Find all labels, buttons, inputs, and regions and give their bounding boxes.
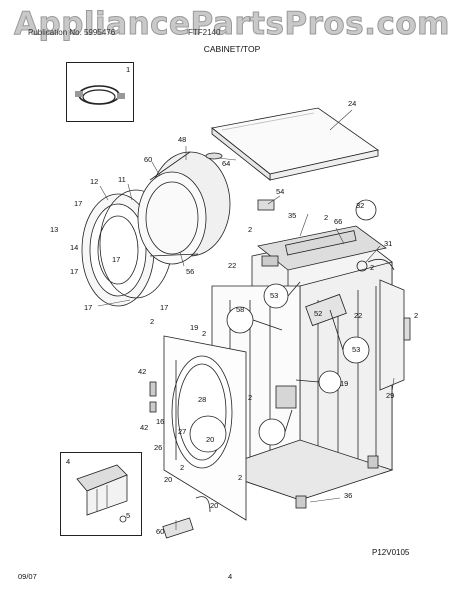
callout-24: 24 [348,99,357,108]
callout-16-b: 17 [112,255,121,264]
callout-36: 36 [344,491,353,500]
callout-16-e: 17 [160,303,169,312]
callout-2-a: 2 [150,317,155,326]
callout-42-b: 42 [140,423,149,432]
callout-19-b: 20 [210,501,219,510]
callout-31: 31 [384,239,393,248]
callout-22-a: 22 [228,261,237,270]
callout-53: 56 [186,267,195,276]
callout-58: 60 [156,527,165,536]
callout-35: 35 [288,211,297,220]
callout-56: 60 [144,155,153,164]
watermark-logo: AppliancePartsPros.com [14,6,450,43]
callout-12: 12 [90,177,99,186]
callout-14: 14 [70,243,79,252]
callout-2-i: 2 [180,463,185,472]
callout-27: 28 [198,395,207,404]
callout-28: 29 [386,391,395,400]
leader-lines [97,109,395,530]
callout-2-h: 2 [238,473,243,482]
drum [137,151,231,265]
callout-5: 5 [126,511,131,520]
callout-32: 32 [356,201,365,210]
callout-52: 54 [276,187,285,196]
publication-number: Publication No. 5995476 [28,28,116,37]
callout-2-f: 2 [414,311,419,320]
callout-51-a: 53 [270,291,279,300]
footer-date: 09/07 [18,572,37,581]
callout-42-a: 42 [138,367,147,376]
callout-51-b: 53 [352,345,361,354]
top-panel [211,107,379,181]
callout-19-a: 20 [164,475,173,484]
callout-50: 52 [314,309,323,318]
callout-22-b: 22 [354,311,363,320]
callout-4: 4 [66,457,71,466]
callout-bubbles [189,199,377,453]
callout-20: 20 [206,435,215,444]
callout-1: 1 [126,65,131,74]
callout-16-c: 17 [70,267,79,276]
callout-26: 27 [178,427,187,436]
callout-2-d: 2 [324,213,329,222]
figure-code: P12V0105 [372,548,410,557]
small-parts [149,152,411,539]
callout-13: 13 [50,225,59,234]
section-title: CABINET/TOP [203,44,261,54]
inset-hose [66,62,134,122]
callout-17-a: 19 [190,323,199,332]
tub-front [81,189,173,307]
callout-2-g: 2 [248,393,253,402]
callout-11: 11 [118,175,126,184]
inset-bracket [60,452,142,536]
footer-page-number: 4 [228,572,233,581]
bracket-illustration [76,464,128,523]
model-number: FTF2140 [188,28,221,37]
callout-2-e: 2 [370,263,375,272]
callout-64: 64 [222,159,231,168]
callout-16-a: 17 [74,199,83,208]
callout-29: 26 [154,443,163,452]
callout-17-b: 19 [340,379,349,388]
hose-illustration [75,85,125,105]
control-board [261,230,395,409]
callout-48: 48 [178,135,187,144]
callout-2-c: 2 [248,225,253,234]
callout-16-d: 17 [84,303,93,312]
callout-15: 16 [156,417,165,426]
callout-54: 58 [236,305,245,314]
callout-60: 66 [334,217,343,226]
callout-2-b: 2 [202,329,207,338]
